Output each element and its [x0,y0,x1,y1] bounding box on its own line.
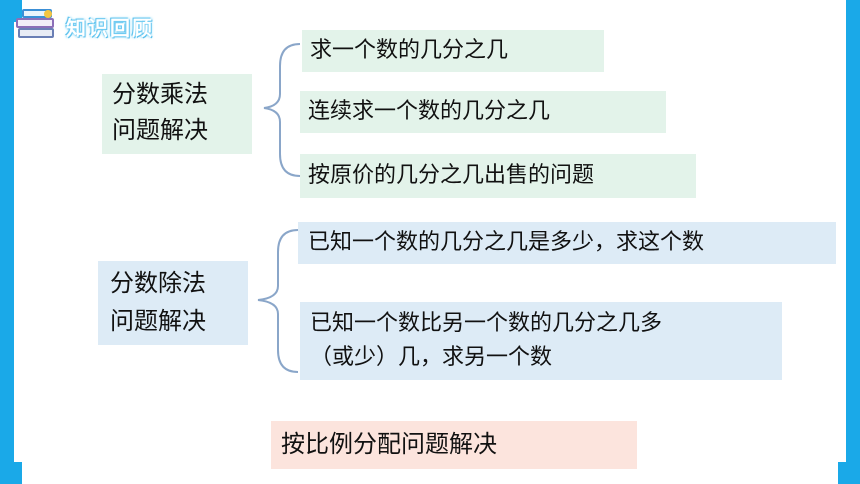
header-title: 知识回顾 [66,16,154,40]
division-item-2: 已知一个数比另一个数的几分之几多 （或少）几，求另一个数 [300,302,782,380]
multiplication-label-line2: 问题解决 [112,116,208,144]
books-icon [16,9,54,38]
multiplication-item-3: 按原价的几分之几出售的问题 [300,154,696,198]
division-category-label: 分数除法 问题解决 [98,261,248,345]
multiplication-category-label: 分数乘法 问题解决 [102,74,252,154]
division-label-line1: 分数除法 [110,269,206,297]
multiplication-label-line1: 分数乘法 [112,80,208,108]
frame-corner-top-left [0,0,22,22]
division-item-2-line1: 已知一个数比另一个数的几分之几多 [310,311,663,336]
division-label-line2: 问题解决 [110,307,206,335]
multiplication-bracket [263,43,301,177]
division-item-2-line2: （或少）几，求另一个数 [310,345,553,370]
division-bracket [257,229,299,373]
frame-corner-bottom-right [838,462,860,484]
multiplication-item-1: 求一个数的几分之几 [302,30,604,72]
frame-corner-bottom-left [0,462,22,484]
division-item-1: 已知一个数的几分之几是多少，求这个数 [298,222,836,264]
header-badge [14,6,164,44]
multiplication-item-2: 连续求一个数的几分之几 [300,91,666,133]
ratio-category-label: 按比例分配问题解决 [271,421,637,469]
